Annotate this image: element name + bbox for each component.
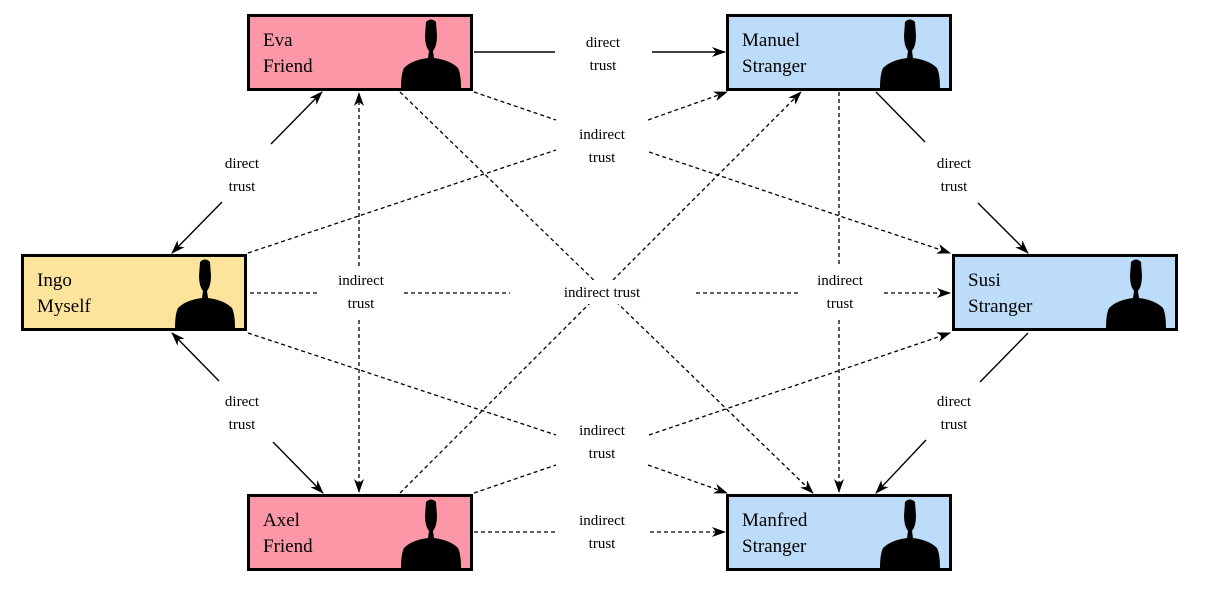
edge-susi-manfred — [875, 332, 1029, 494]
label-text-trust: trust — [589, 446, 617, 462]
node-name: Axel — [263, 510, 300, 531]
node-eva[interactable]: Eva Friend — [247, 14, 473, 91]
label-text-direct: direct — [225, 156, 260, 172]
node-axel[interactable]: Axel Friend — [247, 494, 473, 571]
label-text-trust: trust — [590, 58, 618, 74]
node-name: Manfred — [742, 510, 808, 531]
label-text-trust: trust — [229, 417, 257, 433]
label-indirect-center: indirect trust — [543, 280, 661, 304]
label-axel-manfred: indirect trust — [563, 508, 641, 554]
edge-ingo-axel — [171, 332, 324, 494]
edge-eva-susi — [473, 91, 951, 254]
node-role: Friend — [263, 56, 313, 77]
edge-ingo-eva — [171, 91, 323, 254]
label-text-trust: trust — [229, 179, 257, 195]
node-susi[interactable]: Susi Stranger — [952, 254, 1178, 331]
edge-ingo-manfred — [247, 332, 728, 494]
label-susi-manfred: direct trust — [920, 389, 988, 435]
label-text-indirect: indirect — [579, 127, 626, 143]
node-role: Myself — [37, 296, 91, 317]
label-indirect-right: indirect trust — [801, 268, 879, 314]
label-text-trust: trust — [941, 417, 969, 433]
label-text-direct: direct — [225, 394, 260, 410]
person-silhouette-icon — [880, 19, 940, 88]
label-indirect-top: indirect trust — [563, 122, 641, 168]
label-text-trust: trust — [589, 536, 617, 552]
label-text-direct: direct — [586, 35, 621, 51]
node-ingo[interactable]: Ingo Myself — [21, 254, 247, 331]
node-manuel[interactable]: Manuel Stranger — [726, 14, 952, 91]
node-name: Manuel — [742, 30, 801, 51]
label-indirect-left: indirect trust — [322, 268, 400, 314]
node-role: Stranger — [742, 536, 807, 557]
label-text-trust: trust — [348, 296, 376, 312]
person-silhouette-icon — [401, 19, 461, 88]
label-text-direct: direct — [937, 394, 972, 410]
edge-manuel-susi — [875, 91, 1029, 254]
label-ingo-eva: direct trust — [208, 151, 276, 197]
label-manuel-susi: direct trust — [920, 151, 988, 197]
edge-ingo-manuel — [247, 91, 728, 254]
label-text-indirect: indirect — [579, 513, 626, 529]
label-text-indirect-trust: indirect trust — [564, 285, 641, 301]
label-text-indirect: indirect — [579, 423, 626, 439]
person-silhouette-icon — [1106, 259, 1166, 328]
label-text-trust: trust — [827, 296, 855, 312]
node-name: Eva — [263, 30, 293, 51]
node-role: Friend — [263, 536, 313, 557]
node-manfred[interactable]: Manfred Stranger — [726, 494, 952, 571]
label-text-trust: trust — [589, 150, 617, 166]
edge-axel-susi — [473, 332, 951, 494]
label-text-trust: trust — [941, 179, 969, 195]
node-role: Stranger — [742, 56, 807, 77]
label-text-indirect: indirect — [817, 273, 864, 289]
node-name: Susi — [968, 270, 1001, 291]
node-name: Ingo — [37, 270, 72, 291]
person-silhouette-icon — [175, 259, 235, 328]
label-text-direct: direct — [937, 156, 972, 172]
person-silhouette-icon — [880, 499, 940, 568]
person-silhouette-icon — [401, 499, 461, 568]
node-role: Stranger — [968, 296, 1033, 317]
label-text-indirect: indirect — [338, 273, 385, 289]
label-eva-manuel: direct trust — [566, 30, 638, 76]
label-ingo-axel: direct trust — [208, 389, 276, 435]
label-indirect-bottom: indirect trust — [563, 418, 641, 464]
